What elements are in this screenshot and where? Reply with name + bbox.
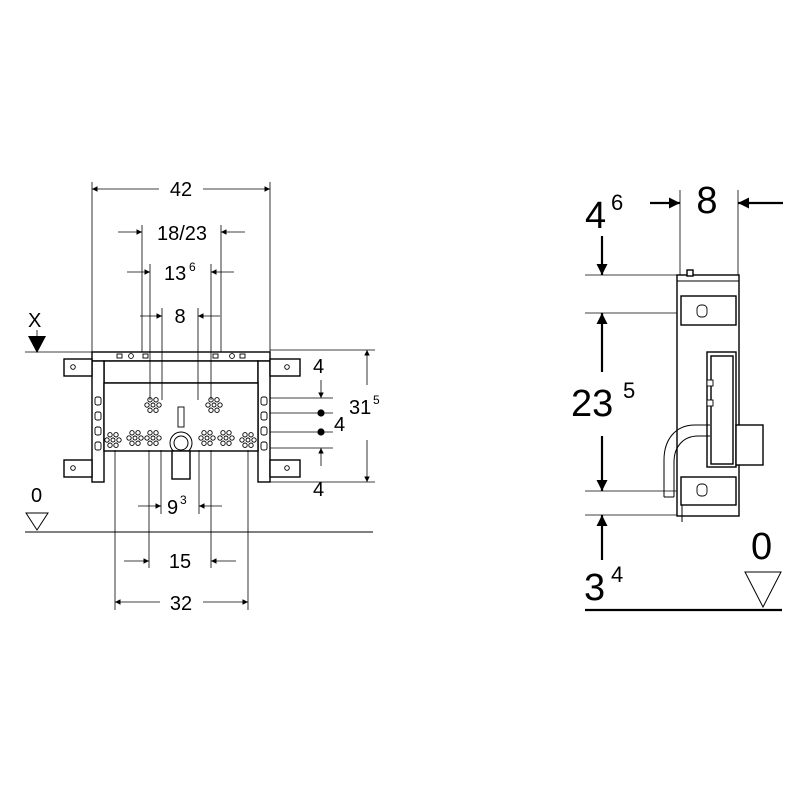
- drain-pipe: [169, 406, 193, 480]
- x-arrow: [28, 336, 46, 353]
- right-brackets: [269, 358, 301, 478]
- dim-32-label: 32: [170, 593, 192, 615]
- dim-4-mid-label: 4: [334, 414, 345, 436]
- dim-15-label: 15: [169, 551, 191, 573]
- perforation-pattern: [104, 397, 257, 448]
- frame-right-upright: [257, 360, 271, 483]
- floor-level-label: 0: [31, 485, 42, 507]
- dim-32: 32: [114, 450, 249, 615]
- left-brackets: [63, 358, 93, 478]
- dim-18-23: 18/23: [118, 223, 245, 352]
- dim-31-5-label: 31: [349, 397, 371, 419]
- side-floor-level-label: 0: [751, 526, 772, 568]
- dim-side-8: 8: [696, 180, 783, 222]
- frame-cross-rail: [103, 360, 259, 384]
- dim-3-4-sup: 4: [611, 562, 623, 587]
- dim-13-6-label: 13: [164, 263, 186, 285]
- side-floor-level-triangle: [744, 571, 782, 609]
- dim-4-bot-label: 4: [313, 479, 324, 501]
- x-label: X: [28, 310, 41, 332]
- dim-3-4-label: 3: [584, 567, 605, 609]
- dim-4-6-label: 4: [585, 195, 606, 237]
- dim-8: 8: [140, 306, 220, 400]
- side-frame: [663, 269, 764, 522]
- dim-23-5-sup: 5: [623, 378, 635, 403]
- dim-13-6-sup: 6: [189, 260, 196, 274]
- dim-4-group: 4 4 4: [270, 356, 345, 501]
- frame-left-upright: [91, 360, 105, 483]
- dim-9-3: 9 3: [138, 450, 222, 519]
- dim-4-top-label: 4: [313, 356, 324, 378]
- dim-18-23-label: 18/23: [157, 223, 207, 245]
- upright-slots: [94, 396, 268, 451]
- front-view: 0 X: [25, 179, 380, 615]
- dim-31-5: 31 5: [270, 349, 380, 483]
- dim-23-5: 23 5: [571, 313, 635, 491]
- dim-4-6: 4 6: [585, 190, 680, 275]
- dim-9-3-sup: 3: [180, 493, 187, 507]
- dim-23-5-label: 23: [571, 383, 613, 425]
- dim-42: 42: [91, 179, 271, 352]
- dim-9-3-label: 9: [167, 497, 178, 519]
- side-view: 0: [571, 180, 783, 612]
- dim-4-6-sup: 6: [611, 190, 623, 215]
- dim-8-label: 8: [174, 306, 185, 328]
- dim-13-6: 13 6: [127, 260, 234, 400]
- floor-level-triangle: [25, 512, 49, 531]
- dim-42-label: 42: [170, 179, 192, 201]
- dim-3-4: 3 4: [584, 515, 623, 609]
- top-rail-holes: [116, 353, 246, 359]
- dim-31-5-sup: 5: [373, 393, 380, 407]
- dim-side-8-label: 8: [696, 180, 717, 222]
- dim-15: 15: [124, 450, 236, 573]
